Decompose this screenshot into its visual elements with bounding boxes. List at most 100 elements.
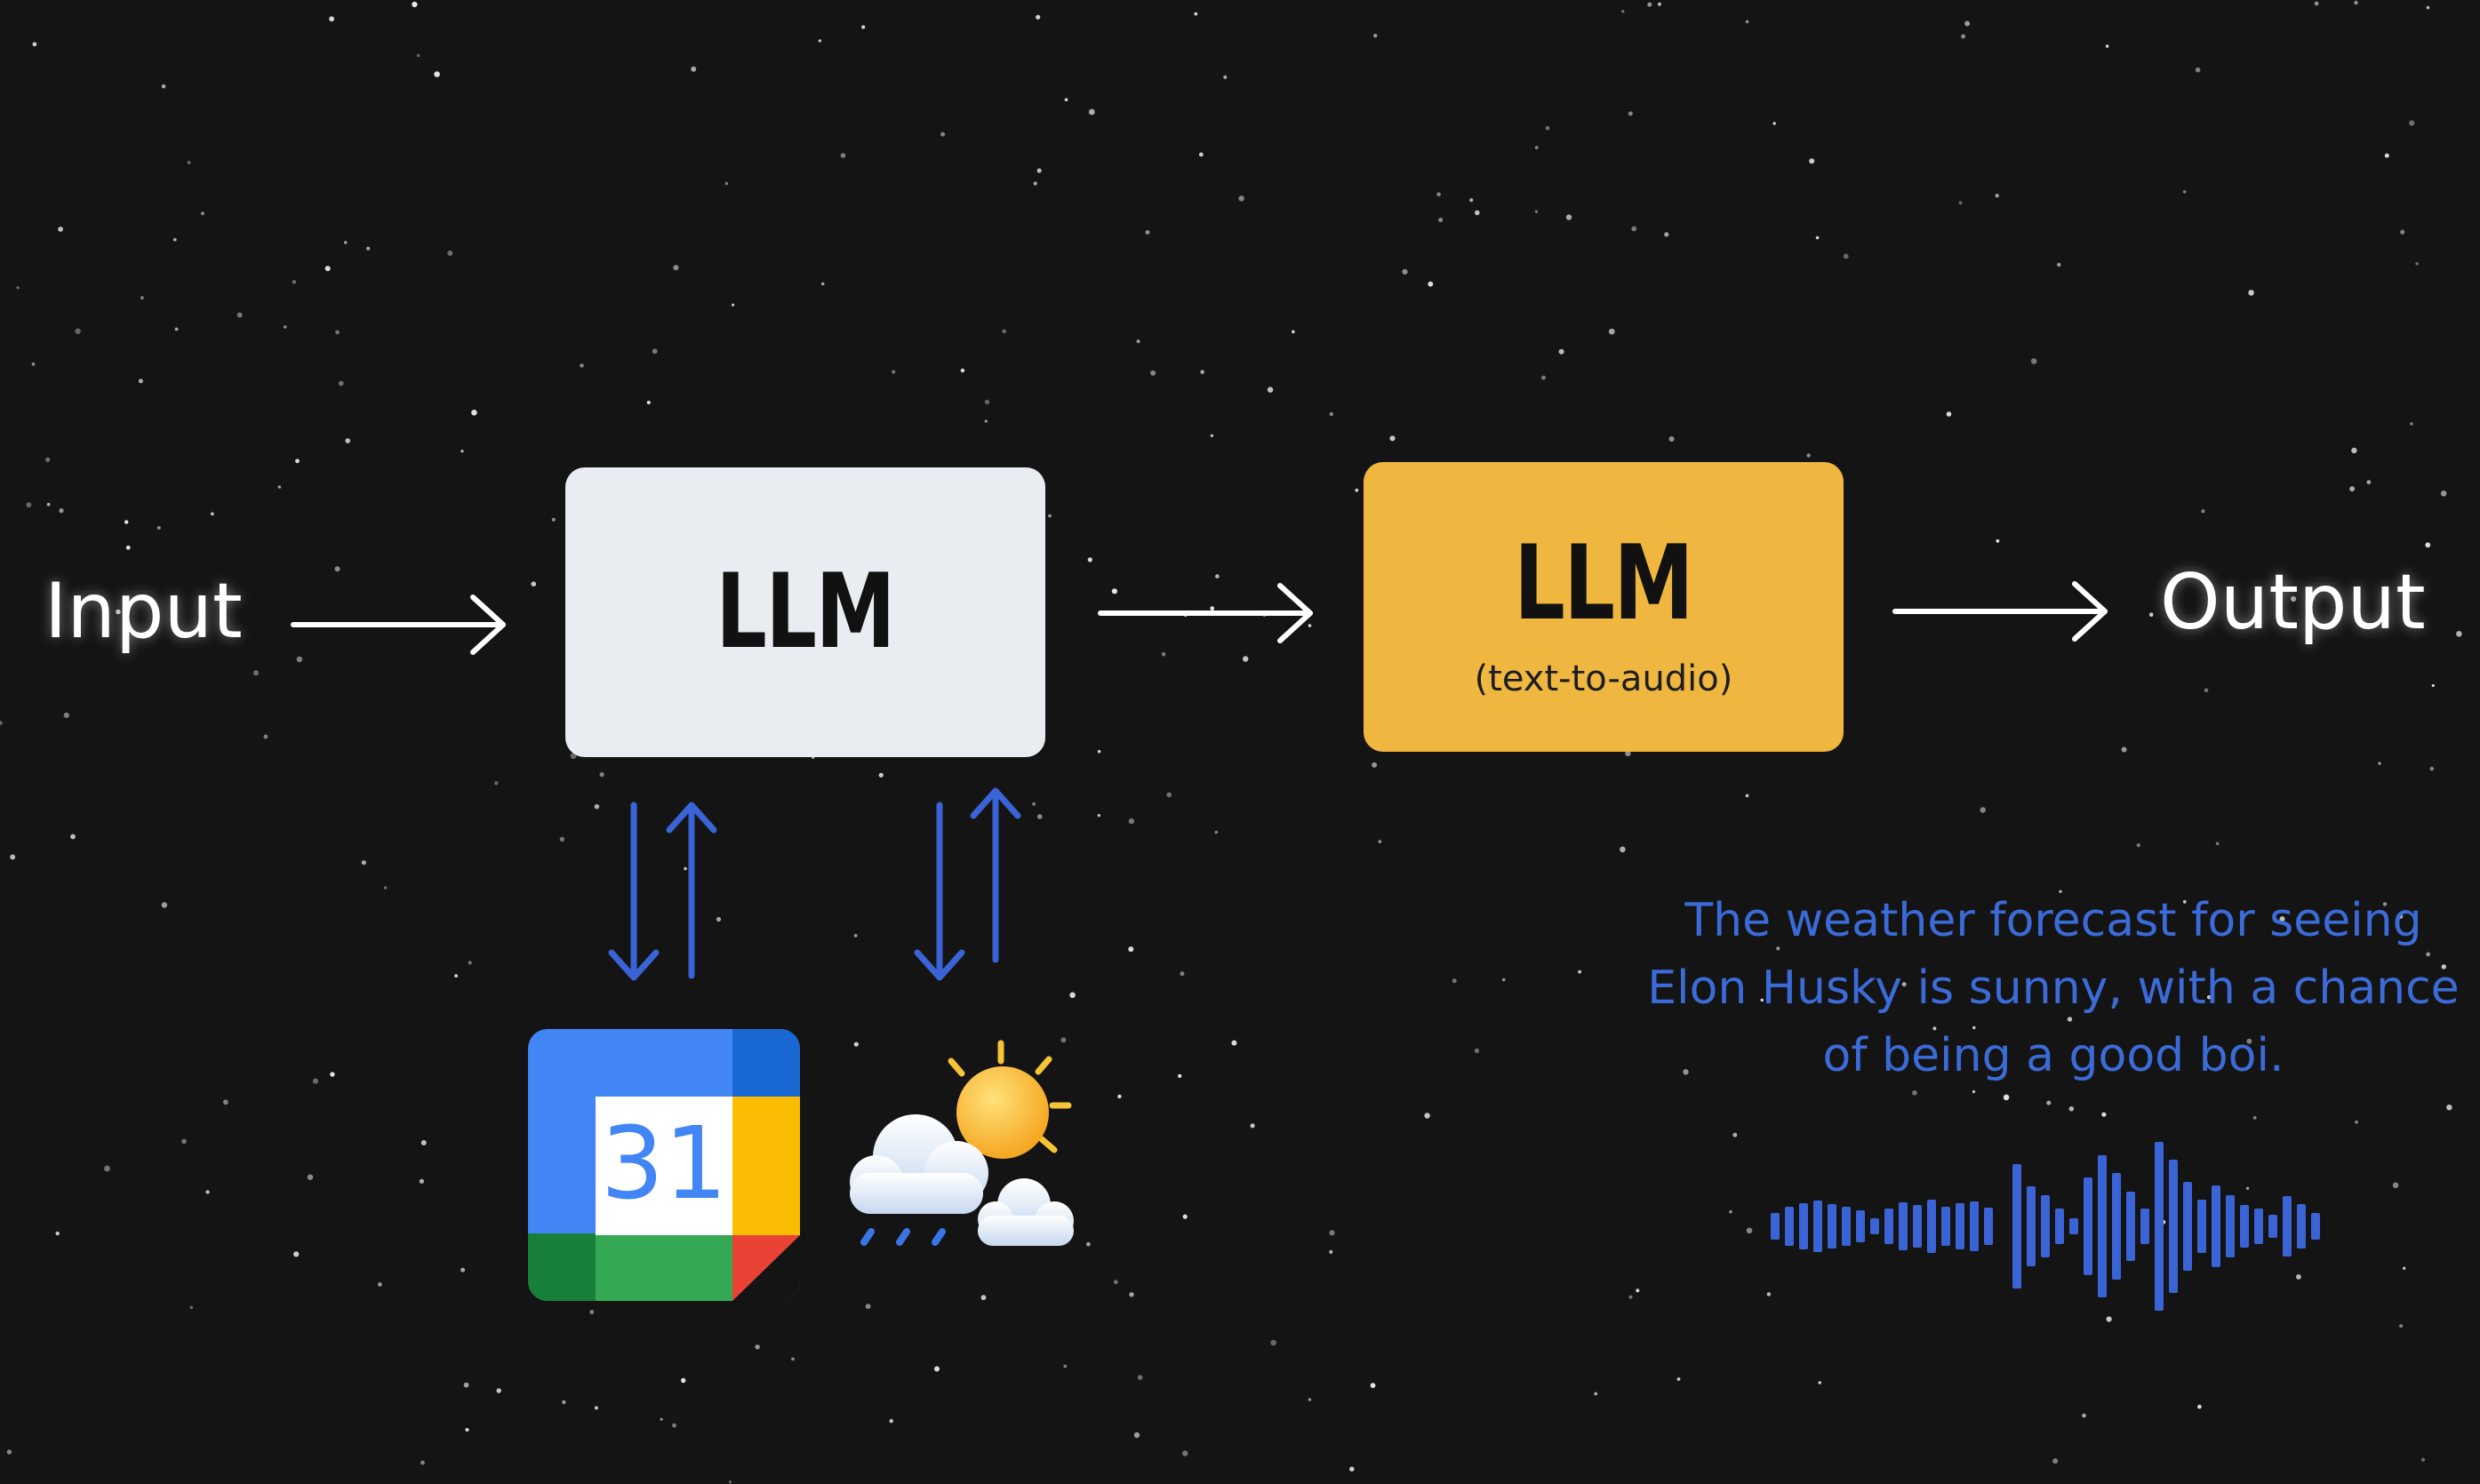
star-dot [1198, 152, 1204, 157]
star-dot [1231, 1040, 1237, 1046]
star-dot [75, 328, 81, 334]
star-dot [55, 1231, 60, 1236]
star-dot [463, 1382, 469, 1388]
star-dot [2392, 1182, 2399, 1189]
waveform-bar [2226, 1195, 2235, 1257]
star-dot [551, 517, 556, 522]
star-dot [6, 1449, 12, 1455]
star-dot [980, 1295, 987, 1301]
star-dot [2121, 746, 2127, 753]
star-dot [1469, 198, 1474, 203]
star-dot [2426, 5, 2430, 10]
star-dot [1145, 230, 1150, 235]
audio-waveform-icon [1771, 1142, 2320, 1311]
star-dot [960, 368, 965, 373]
star-dot [594, 1406, 598, 1410]
star-dot [210, 512, 214, 516]
star-dot [1292, 330, 1295, 334]
star-dot [878, 772, 884, 778]
waveform-bar [2155, 1142, 2164, 1311]
star-dot [1746, 1227, 1753, 1234]
star-dot [2215, 842, 2220, 846]
star-dot [1664, 232, 1669, 237]
star-dot [1806, 453, 1811, 458]
star-dot [468, 961, 472, 965]
star-dot [1223, 75, 1228, 79]
star-dot [2248, 290, 2254, 296]
star-dot [1402, 268, 1408, 275]
star-dot [2420, 1457, 2426, 1462]
star-dot [1541, 375, 1546, 380]
star-dot [1129, 1292, 1134, 1297]
star-dot [263, 734, 268, 739]
star-dot [580, 363, 584, 368]
star-dot [296, 656, 303, 663]
star-dot [1182, 1450, 1188, 1456]
star-dot [1676, 1377, 1681, 1381]
star-dot [174, 327, 179, 331]
star-dot [1372, 762, 1378, 768]
waveform-bar [1984, 1208, 1993, 1245]
star-dot [755, 1344, 760, 1350]
waveform-bar [1941, 1207, 1950, 1246]
waveform-bar [1870, 1218, 1879, 1234]
star-dot [2384, 153, 2389, 158]
star-dot [2429, 766, 2435, 771]
star-dot [1428, 281, 1434, 287]
star-dot [2440, 491, 2447, 497]
star-dot [1729, 1209, 1732, 1214]
star-dot [343, 241, 348, 244]
star-dot [2245, 1186, 2250, 1191]
star-dot [2003, 1094, 2010, 1101]
star-dot [1373, 34, 1378, 38]
star-dot [1996, 539, 2000, 543]
star-dot [1063, 1364, 1068, 1368]
star-dot [2068, 1106, 2075, 1112]
star-dot [861, 25, 866, 29]
star-dot [934, 1366, 940, 1372]
star-dot [16, 286, 20, 290]
waveform-bar [1842, 1207, 1851, 1246]
star-dot [1776, 946, 1780, 951]
waveform-bar [1899, 1202, 1908, 1250]
star-dot [2446, 1105, 2452, 1111]
star-dot [494, 781, 499, 786]
star-dot [2030, 358, 2037, 364]
star-dot [124, 520, 129, 524]
star-dot [10, 854, 16, 860]
star-dot [223, 1099, 228, 1105]
waveform-bar [2084, 1177, 2092, 1275]
star-dot [1214, 830, 1219, 834]
star-dot [338, 380, 344, 387]
star-dot [691, 66, 697, 72]
star-dot [2148, 612, 2154, 617]
star-dot [161, 902, 168, 908]
star-dot [728, 1480, 732, 1484]
star-dot [2105, 44, 2109, 48]
star-dot [1668, 436, 1675, 442]
star-dot [383, 886, 388, 890]
star-dot [419, 1178, 424, 1184]
waveform-bar [2126, 1192, 2135, 1261]
star-dot [2354, 0, 2358, 5]
star-dot [1657, 2, 1661, 6]
star-dot [1137, 1375, 1143, 1380]
star-dot [2291, 595, 2297, 602]
google-calendar-icon: 31 [528, 1029, 800, 1301]
star-dot [2431, 683, 2435, 688]
waveform-bar [1813, 1201, 1822, 1252]
star-dot [1628, 1295, 1633, 1299]
star-dot [681, 1377, 686, 1384]
star-dot [1631, 226, 1636, 232]
star-dot [2409, 120, 2415, 126]
input-label: Input [44, 567, 243, 656]
star-dot [2136, 843, 2140, 848]
star-dot [59, 508, 64, 514]
star-dot [594, 803, 600, 810]
star-dot [1087, 557, 1092, 562]
star-dot [2425, 542, 2431, 548]
tts-to-output-arrow [1892, 581, 2108, 642]
star-dot [1424, 1113, 1430, 1119]
waveform-bar [2297, 1204, 2306, 1249]
star-dot [1766, 1292, 1772, 1297]
